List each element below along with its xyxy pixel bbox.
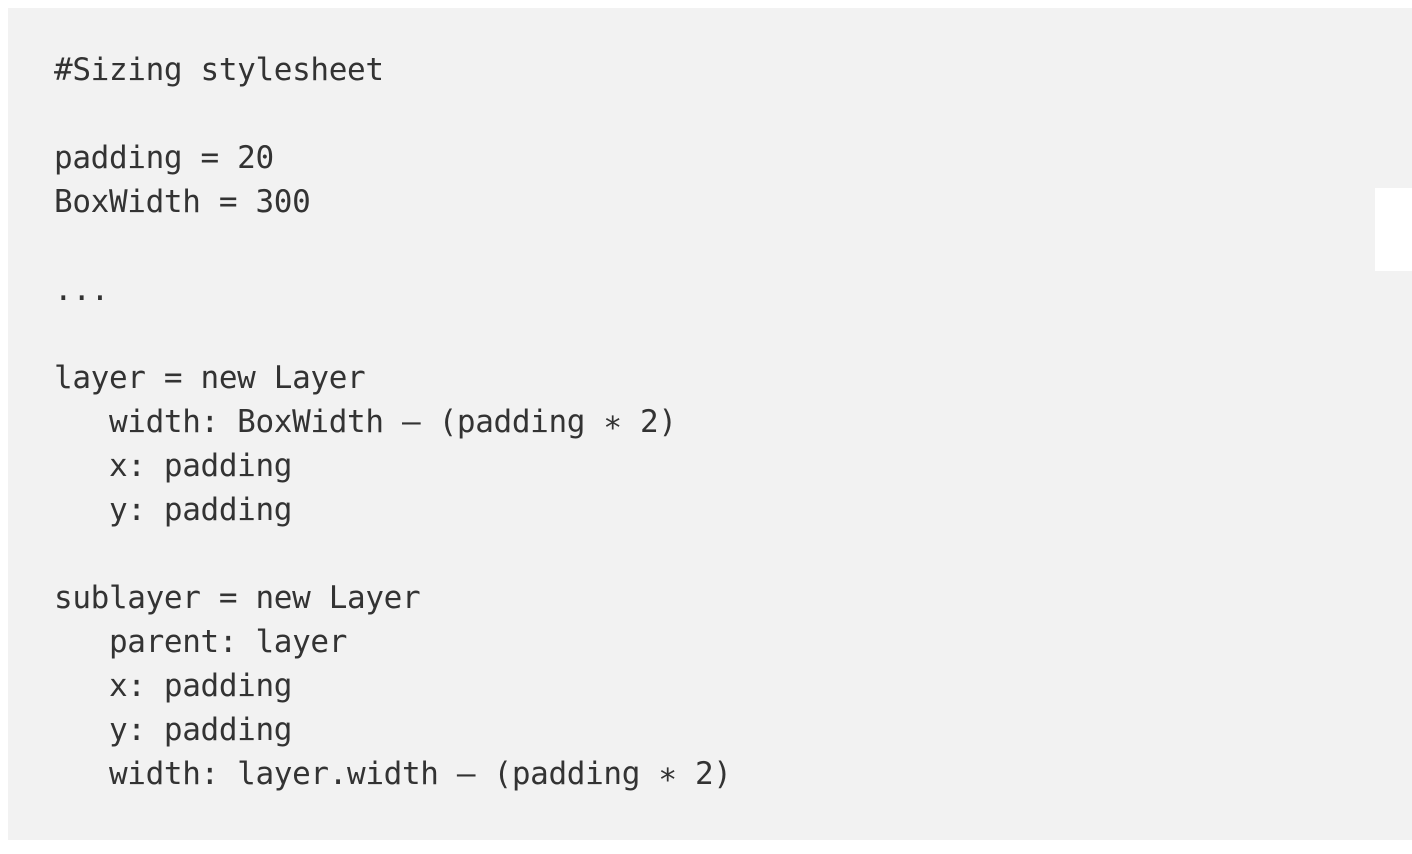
code-line-3: padding = 20 [54,140,274,176]
code-line-7 [54,312,732,356]
code-line-13: sublayer = new Layer [54,580,421,616]
code-line-4: BoxWidth = 300 [54,184,311,220]
code-panel: #Sizing stylesheet padding = 20 BoxWidth =… [8,8,1412,840]
right-edge-notch [1375,188,1412,271]
code-line-10: x: padding [54,448,293,484]
code-line-11: y: padding [54,492,293,528]
code-line-14: parent: layer [54,624,348,660]
code-line-9: width: BoxWidth – (padding ∗ 2) [54,404,677,440]
code-line-16: y: padding [54,712,293,748]
code-line-12 [54,532,732,576]
code-line-6: ... [54,272,109,308]
code-line-8: layer = new Layer [54,360,366,396]
code-block[interactable]: #Sizing stylesheet padding = 20 BoxWidth =… [54,48,732,796]
code-line-5 [54,224,732,268]
code-line-15: x: padding [54,668,293,704]
code-line-1: #Sizing stylesheet [54,52,384,88]
code-line-17: width: layer.width – (padding ∗ 2) [54,756,732,792]
code-content: #Sizing stylesheet padding = 20 BoxWidth =… [54,48,732,796]
code-line-2 [54,92,732,136]
